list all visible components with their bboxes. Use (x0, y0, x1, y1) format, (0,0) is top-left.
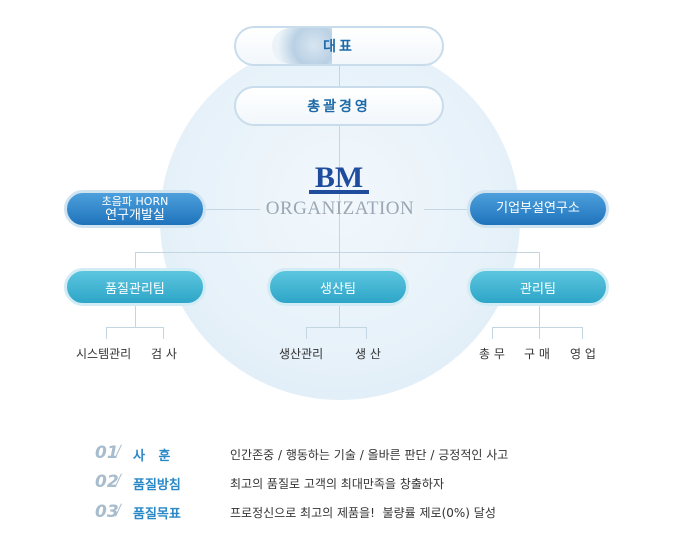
connector-horizontal-mid-right (424, 209, 469, 210)
connector-team2-subbar (306, 327, 367, 328)
quality-team-label: 품질관리팀 (105, 281, 165, 297)
motto-number-3: 03 (95, 502, 119, 522)
connector-team3-sub-b (539, 327, 540, 339)
connector-team1-sub-a (106, 327, 107, 339)
sub-general-affairs: 총 무 (479, 347, 505, 361)
sub-system-management: 시스템관리 (76, 347, 132, 361)
connector-team3-sub-a (492, 327, 493, 339)
connector-ceo-gm (339, 66, 340, 88)
connector-main-vertical (339, 126, 340, 270)
sub-inspection: 검 사 (151, 347, 177, 361)
motto-text-2: 최고의 품질로 고객의 최대만족을 창출하자 (230, 477, 444, 491)
bm-logo-icon: BM (309, 161, 369, 194)
management-team-box: 관리팀 (467, 268, 609, 306)
connector-team3-drop (539, 252, 540, 270)
horn-rnd-box: 초음파 HORN 연구개발실 (64, 190, 206, 228)
connector-team1-sub (135, 305, 136, 327)
management-team-label: 관리팀 (520, 281, 556, 297)
bm-logo: BM (309, 160, 369, 194)
motto-label-2: 품질방침 (133, 478, 181, 493)
quality-team-box: 품질관리팀 (64, 268, 206, 306)
ceo-label: 대표 (323, 39, 355, 55)
sub-production-management: 생산관리 (279, 347, 324, 361)
connector-team3-sub (539, 305, 540, 327)
connector-team1-sub-b (163, 327, 164, 339)
connector-team2-sub-b (366, 327, 367, 339)
sub-production: 생 산 (355, 347, 381, 361)
research-institute-label: 기업부설연구소 (496, 201, 580, 216)
motto-text-1: 인간존중 / 행동하는 기술 / 올바른 판단 / 긍정적인 사고 (230, 448, 509, 462)
production-team-box: 생산팀 (267, 268, 409, 306)
general-management-box: 총괄경영 (234, 86, 444, 126)
sub-purchasing: 구 매 (524, 347, 550, 361)
general-management-label: 총괄경영 (307, 99, 371, 115)
horn-rnd-line2: 연구개발실 (105, 208, 165, 223)
connector-team-bar (135, 252, 540, 253)
motto-number-1: 01 (95, 443, 119, 463)
ceo-box: 대표 (234, 26, 444, 66)
motto-label-1: 사 훈 (133, 449, 171, 464)
sub-sales: 영 업 (570, 347, 596, 361)
connector-team2-sub (339, 305, 340, 327)
motto-text-3: 프로정신으로 최고의 제품을! 불량률 제로(0%) 달성 (230, 506, 496, 520)
horn-rnd-line1: 초음파 HORN (101, 195, 169, 208)
connector-horizontal-mid (205, 209, 260, 210)
connector-team2-sub-a (306, 327, 307, 339)
globe-graphic (272, 28, 332, 64)
production-team-label: 생산팀 (320, 281, 356, 297)
connector-team3-subbar (492, 327, 583, 328)
connector-team1-subbar (106, 327, 164, 328)
organization-word: ORGANIZATION (265, 198, 415, 219)
connector-team1-drop (135, 252, 136, 270)
bm-logo-text: BM (315, 161, 363, 194)
research-institute-box: 기업부설연구소 (467, 190, 609, 228)
connector-team3-sub-c (582, 327, 583, 339)
motto-number-2: 02 (95, 472, 119, 492)
motto-label-3: 품질목표 (133, 507, 181, 522)
